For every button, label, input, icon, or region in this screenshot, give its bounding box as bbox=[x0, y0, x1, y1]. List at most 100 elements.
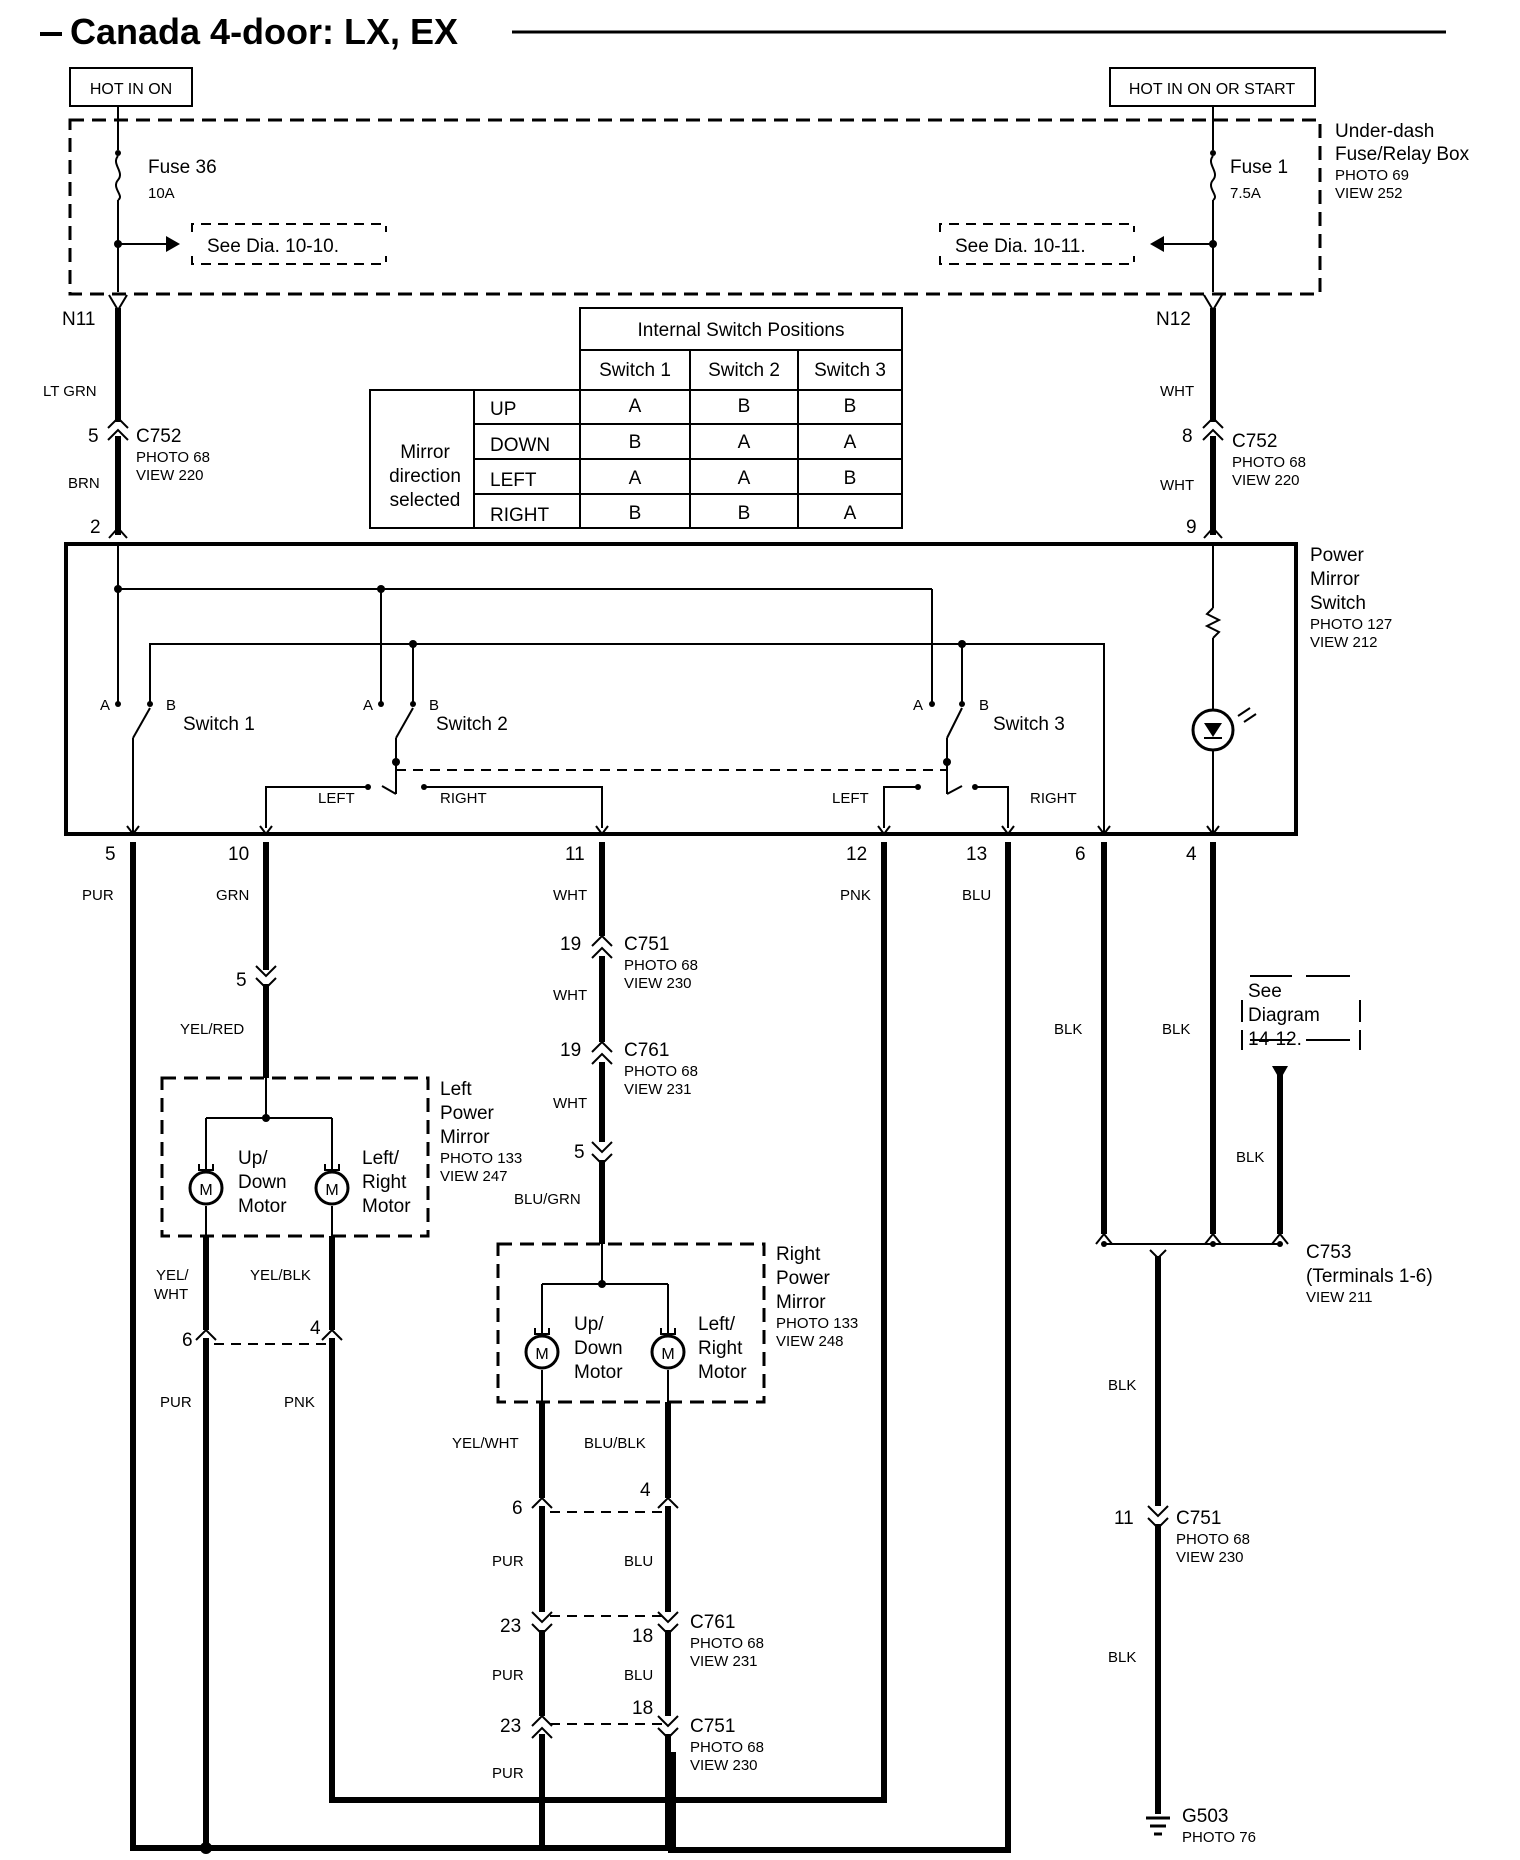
svg-text:Motor: Motor bbox=[362, 1196, 411, 1217]
n12-label: N12 bbox=[1156, 309, 1191, 330]
svg-text:M: M bbox=[661, 1346, 674, 1363]
switch3: A B Switch 3 bbox=[913, 697, 1065, 794]
ground-name: G503 bbox=[1182, 1806, 1228, 1827]
c752-right-view: VIEW 220 bbox=[1232, 472, 1300, 489]
svg-text:BLK: BLK bbox=[1108, 1377, 1136, 1394]
svg-text:WHT: WHT bbox=[154, 1286, 188, 1303]
pms-name-line3: Switch bbox=[1310, 593, 1366, 614]
table-col-switch2: Switch 2 bbox=[708, 360, 780, 381]
table-cell: B bbox=[738, 503, 751, 524]
switch-pin-13: 13 bbox=[966, 844, 987, 865]
svg-text:PHOTO 68: PHOTO 68 bbox=[624, 957, 698, 974]
c753-name: C753 bbox=[1306, 1242, 1351, 1263]
svg-text:18: 18 bbox=[632, 1626, 653, 1647]
right-mirror-view: VIEW 248 bbox=[776, 1333, 844, 1350]
svg-text:BLU/BLK: BLU/BLK bbox=[584, 1435, 646, 1452]
svg-text:18: 18 bbox=[632, 1698, 653, 1719]
table-cell: A bbox=[629, 396, 642, 417]
power-mirror-switch-outline bbox=[64, 542, 1298, 836]
switch1-label: Switch 1 bbox=[183, 714, 255, 735]
table-row-left-label: LEFT bbox=[490, 470, 537, 491]
svg-text:Motor: Motor bbox=[574, 1362, 623, 1383]
see-diagram-arrow bbox=[1272, 1066, 1288, 1080]
svg-text:VIEW 231: VIEW 231 bbox=[690, 1653, 758, 1670]
svg-text:23: 23 bbox=[500, 1616, 521, 1637]
left-mirror-pin-5: 5 bbox=[236, 970, 247, 991]
svg-text:PUR: PUR bbox=[492, 1553, 524, 1570]
svg-text:M: M bbox=[325, 1182, 338, 1199]
svg-text:19: 19 bbox=[560, 1040, 581, 1061]
fuse-box-name-line1: Under-dash bbox=[1335, 121, 1434, 142]
fuse1-top-dot bbox=[1210, 150, 1216, 156]
svg-text:4: 4 bbox=[310, 1318, 321, 1339]
fuse-box-outline bbox=[68, 118, 1322, 296]
c752-left-pin: 5 bbox=[88, 426, 99, 447]
table-col-switch1: Switch 1 bbox=[599, 360, 671, 381]
svg-text:PHOTO 68: PHOTO 68 bbox=[1176, 1531, 1250, 1548]
right-mirror-line3: Mirror bbox=[776, 1292, 826, 1313]
svg-text:4: 4 bbox=[640, 1480, 651, 1501]
switch-pin-10: 10 bbox=[228, 844, 249, 865]
svg-text:Left/: Left/ bbox=[362, 1148, 400, 1169]
c753-terminals: (Terminals 1-6) bbox=[1306, 1266, 1433, 1287]
see-dia-10-10: See Dia. 10-10. bbox=[207, 236, 339, 257]
right-mirror-line2: Power bbox=[776, 1268, 831, 1289]
svg-text:YEL/: YEL/ bbox=[156, 1267, 189, 1284]
switch-pin-4: 4 bbox=[1186, 844, 1197, 865]
left-mirror-line3: Mirror bbox=[440, 1127, 490, 1148]
svg-text:Motor: Motor bbox=[238, 1196, 287, 1217]
n11-label: N11 bbox=[62, 309, 95, 330]
svg-text:B: B bbox=[166, 697, 176, 714]
c751-lower-name: C751 bbox=[690, 1716, 735, 1737]
c751-upper-name: C751 bbox=[624, 934, 669, 955]
n12-connector bbox=[1203, 294, 1223, 312]
switch-pin-2-terminal bbox=[108, 526, 128, 539]
wire-pnk bbox=[329, 842, 887, 1803]
svg-text:6: 6 bbox=[512, 1498, 523, 1519]
svg-text:A: A bbox=[913, 697, 923, 714]
fuse-box-view: VIEW 252 bbox=[1335, 185, 1403, 202]
switch1: A B Switch 1 bbox=[100, 697, 255, 834]
switch-pin-9-terminal bbox=[1203, 526, 1223, 539]
table-row-up-label: UP bbox=[490, 399, 516, 420]
svg-text:BLU: BLU bbox=[624, 1667, 653, 1684]
c752-right-symbol bbox=[1202, 416, 1224, 441]
fuse36-symbol bbox=[115, 155, 121, 201]
ground-photo: PHOTO 76 bbox=[1182, 1829, 1256, 1846]
svg-text:RIGHT: RIGHT bbox=[440, 790, 487, 807]
diagram-title: Canada 4-door: LX, EX bbox=[70, 11, 458, 52]
left-leftright-motor-icon bbox=[314, 1170, 350, 1206]
switch-pin-5: 5 bbox=[105, 844, 116, 865]
svg-text:VIEW 230: VIEW 230 bbox=[624, 975, 692, 992]
svg-text:PHOTO 68: PHOTO 68 bbox=[624, 1063, 698, 1080]
table-row-group-line1: Mirror bbox=[400, 442, 450, 463]
switch2: A B Switch 2 bbox=[363, 697, 508, 794]
switch-position-table: Internal Switch Positions Switch 1 Switc… bbox=[369, 307, 903, 529]
left-power-mirror-outline bbox=[160, 1076, 430, 1238]
table-cell: A bbox=[844, 503, 857, 524]
hot-in-on-or-start-label: HOT IN ON OR START bbox=[1129, 81, 1295, 98]
svg-text:WHT: WHT bbox=[553, 987, 587, 1004]
c752-left-symbol bbox=[107, 416, 129, 441]
svg-text:Motor: Motor bbox=[698, 1362, 747, 1383]
resistor-icon bbox=[1204, 607, 1222, 639]
see-diagram-line2: Diagram bbox=[1248, 1005, 1320, 1026]
c751-right-name: C751 bbox=[1176, 1508, 1221, 1529]
wire-label-lt-grn: LT GRN bbox=[43, 383, 97, 400]
wire-label-yel-red: YEL/RED bbox=[180, 1021, 244, 1038]
right-mirror-photo: PHOTO 133 bbox=[776, 1315, 858, 1332]
svg-text:RIGHT: RIGHT bbox=[1030, 790, 1077, 807]
switch-output-pins: 5 10 11 12 13 6 4 bbox=[105, 825, 1220, 865]
svg-text:BLK: BLK bbox=[1162, 1021, 1190, 1038]
n11-connector bbox=[108, 294, 128, 312]
left-updown-motor-icon bbox=[188, 1170, 224, 1206]
svg-text:PNK: PNK bbox=[284, 1394, 315, 1411]
table-row-group-line2: direction bbox=[389, 466, 461, 487]
table-col-switch3: Switch 3 bbox=[814, 360, 886, 381]
svg-text:VIEW 230: VIEW 230 bbox=[1176, 1549, 1244, 1566]
hot-in-on-label: HOT IN ON bbox=[90, 81, 172, 98]
right-power-mirror-outline bbox=[496, 1242, 766, 1404]
svg-text:BLK: BLK bbox=[1054, 1021, 1082, 1038]
wire-label-wht-lower: WHT bbox=[1160, 477, 1194, 494]
see-dia-10-11: See Dia. 10-11. bbox=[955, 236, 1086, 257]
